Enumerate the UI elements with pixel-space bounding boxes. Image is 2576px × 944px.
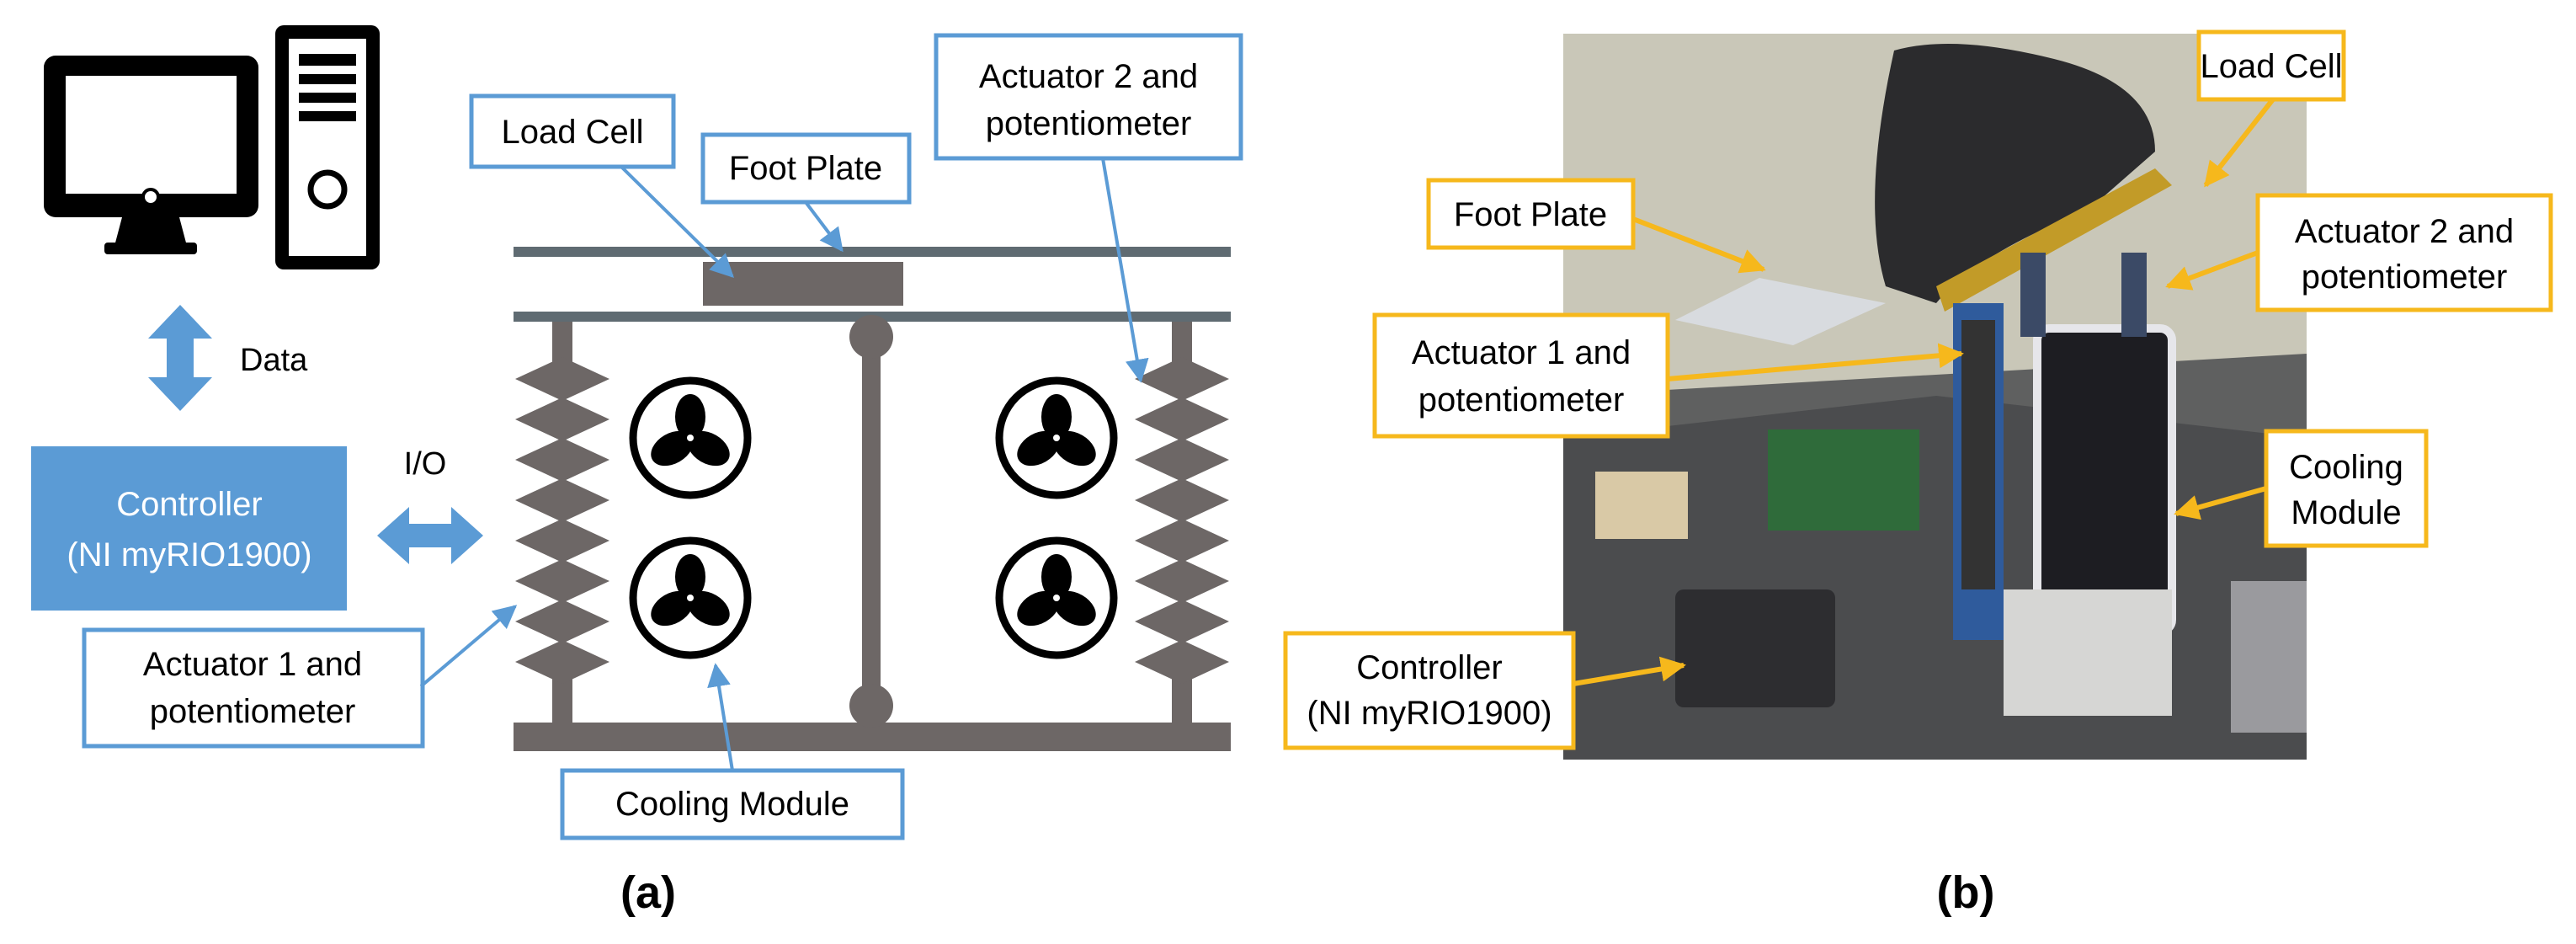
foot-plate-bar [514, 247, 1231, 257]
panel-b: Load Cell Foot Plate Actuator 2 and pote… [1283, 29, 2553, 918]
callout-b-actuator-1: Actuator 1 and potentiometer [1372, 312, 1670, 439]
svg-text:Load Cell: Load Cell [501, 114, 643, 151]
callout-b-load-cell: Load Cell [2196, 29, 2346, 102]
controller-label-line1: Controller [116, 486, 262, 523]
caption-b: (b) [1937, 867, 1995, 918]
svg-text:Foot Plate: Foot Plate [1454, 196, 1607, 233]
controller-box [31, 446, 347, 611]
svg-text:Cooling: Cooling [2289, 449, 2403, 486]
svg-text:Cooling Module: Cooling Module [615, 786, 849, 823]
svg-text:potentiometer: potentiometer [150, 693, 356, 730]
svg-text:Actuator 1 and: Actuator 1 and [1412, 334, 1631, 371]
callout-actuator-1: Actuator 1 and potentiometer [82, 627, 425, 749]
controller-label-line2: (NI myRIO1900) [67, 536, 311, 573]
data-label: Data [240, 343, 308, 378]
callout-b-controller: Controller (NI myRIO1900) [1283, 631, 1576, 750]
svg-text:potentiometer: potentiometer [2302, 259, 2508, 296]
callout-b-cooling-module: Cooling Module [2264, 429, 2429, 548]
svg-text:Actuator 2 and: Actuator 2 and [2295, 213, 2514, 250]
svg-text:potentiometer: potentiometer [986, 105, 1192, 142]
fan-icon [633, 381, 748, 495]
fan-icon [999, 541, 1114, 655]
photo-foot-plate [1675, 278, 1886, 345]
svg-text:Controller: Controller [1356, 649, 1502, 686]
caption-a: (a) [620, 867, 676, 918]
actuator-2-spring [1135, 322, 1229, 723]
computer-icon [44, 56, 258, 254]
io-arrow-icon [377, 507, 483, 564]
leader-lines-a [419, 157, 1149, 771]
load-cell-block [703, 262, 903, 306]
callout-load-cell: Load Cell [469, 93, 676, 169]
svg-text:potentiometer: potentiometer [1418, 381, 1625, 419]
data-arrow-icon [148, 305, 212, 411]
svg-text:(NI myRIO1900): (NI myRIO1900) [1307, 695, 1551, 732]
panel-a: Data Controller (NI myRIO1900) I/O [31, 25, 1243, 918]
svg-text:Module: Module [2291, 494, 2401, 531]
tower-icon [275, 25, 380, 269]
callout-actuator-2: Actuator 2 and potentiometer [934, 33, 1243, 161]
callout-b-foot-plate: Foot Plate [1426, 178, 1636, 250]
svg-text:Actuator 1 and: Actuator 1 and [143, 646, 362, 683]
photo-controller [1675, 589, 1835, 707]
actuator-1-spring [515, 322, 609, 723]
callout-cooling-module: Cooling Module [560, 768, 905, 840]
fan-icon [999, 381, 1114, 495]
callout-foot-plate: Foot Plate [700, 132, 912, 205]
io-label: I/O [404, 446, 447, 482]
photo-sandal [1875, 44, 2155, 303]
svg-text:Foot Plate: Foot Plate [729, 150, 882, 187]
svg-text:Actuator 2 and: Actuator 2 and [979, 58, 1198, 95]
center-support [849, 315, 893, 728]
fan-icon [633, 541, 748, 655]
svg-text:Load Cell: Load Cell [2200, 48, 2342, 85]
callout-b-actuator-2: Actuator 2 and potentiometer [2255, 193, 2553, 312]
leader-lines-b [1573, 98, 2275, 686]
